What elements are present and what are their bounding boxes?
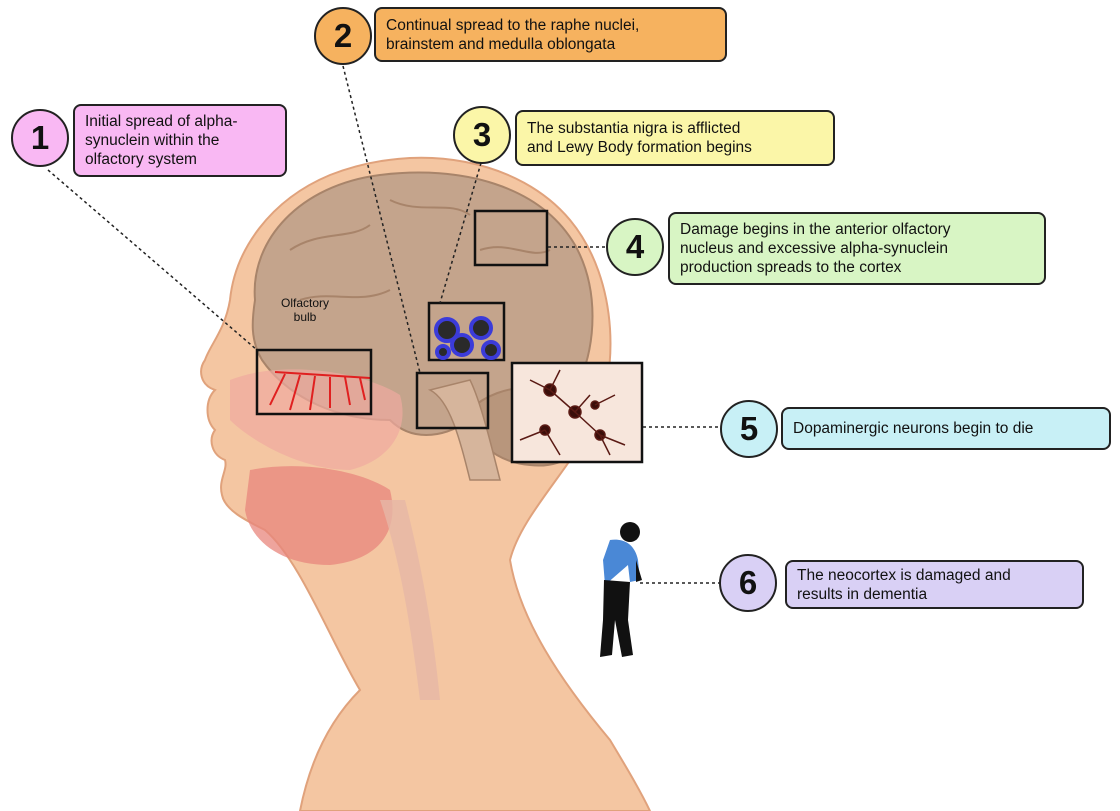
step-1-badge: 1 (11, 109, 69, 167)
step-3-callout: The substantia nigra is afflicted and Le… (515, 110, 835, 166)
olfactory-bulb-label: Olfactory bulb (265, 296, 345, 324)
step-3-badge: 3 (453, 106, 511, 164)
step-2-badge: 2 (314, 7, 372, 65)
step-5-badge: 5 (720, 400, 778, 458)
step-6-callout: The neocortex is damaged and results in … (785, 560, 1084, 609)
oral-cavity (245, 466, 393, 565)
step-2-callout: Continual spread to the raphe nuclei, br… (374, 7, 727, 62)
step-4-badge: 4 (606, 218, 664, 276)
step-4-callout: Damage begins in the anterior olfactory … (668, 212, 1046, 285)
step-5-callout: Dopaminergic neurons begin to die (781, 407, 1111, 450)
step-6-badge: 6 (719, 554, 777, 612)
person-silhouette (600, 522, 642, 657)
step-1-callout: Initial spread of alpha- synuclein withi… (73, 104, 287, 177)
